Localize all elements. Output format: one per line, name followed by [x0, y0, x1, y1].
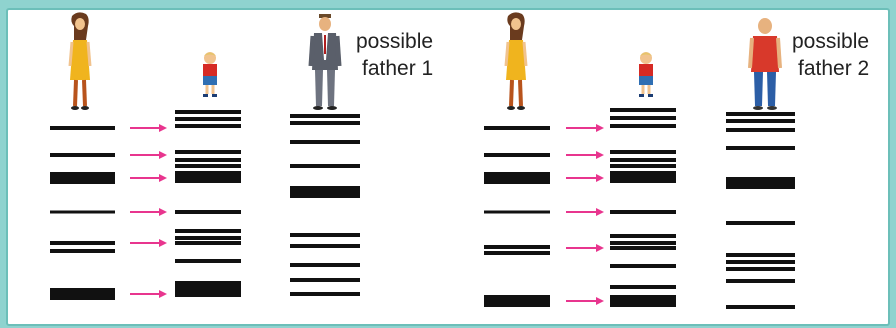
match-arrows [130, 124, 604, 305]
mother-band [484, 295, 550, 307]
child-band [610, 124, 676, 128]
mother-band [484, 210, 550, 214]
child-band [610, 150, 676, 154]
father-band [726, 119, 795, 123]
father-band [726, 305, 795, 309]
child-band [175, 210, 241, 214]
father-band [726, 260, 795, 264]
mother-band [50, 126, 115, 130]
father-1-label-line1: possible [356, 30, 433, 53]
child-band [175, 259, 241, 263]
child-band [175, 285, 241, 297]
mother-band [50, 249, 115, 253]
child-band [610, 158, 676, 162]
father-band [726, 221, 795, 225]
father-band [290, 278, 360, 282]
child-band [610, 234, 676, 238]
mother-band [50, 153, 115, 157]
child-band [610, 264, 676, 268]
child-band [610, 210, 676, 214]
mother-figure [504, 12, 528, 110]
mother-band [50, 288, 115, 300]
mother-band [484, 172, 550, 184]
child-band [175, 124, 241, 128]
child-band [610, 164, 676, 168]
child-band [175, 171, 241, 183]
child-band [175, 117, 241, 121]
child-band [175, 241, 241, 245]
father-band [290, 164, 360, 168]
father-band [726, 267, 795, 271]
child-band [610, 116, 676, 120]
mother-band [50, 172, 115, 184]
child-band [610, 108, 676, 112]
child-band [175, 236, 241, 240]
father-in-suit-figure [308, 14, 342, 110]
child-figure [639, 52, 653, 97]
dna-bands [50, 108, 795, 309]
mother-band [484, 251, 550, 255]
father-band [726, 112, 795, 116]
child-band [175, 150, 241, 154]
father-band [726, 279, 795, 283]
father-band [726, 128, 795, 132]
child-band [175, 110, 241, 114]
father-band [290, 263, 360, 267]
child-band [610, 171, 676, 183]
child-band [175, 229, 241, 233]
father-band [290, 140, 360, 144]
father-2-label-line1: possible [792, 30, 869, 53]
child-band [175, 164, 241, 168]
child-band [175, 281, 241, 285]
father-band [290, 244, 360, 248]
child-band [610, 295, 676, 307]
father-band [726, 177, 795, 189]
father-band [726, 253, 795, 257]
mother-band [484, 245, 550, 249]
father-band [290, 233, 360, 237]
child-band [175, 158, 241, 162]
father-band [290, 114, 360, 118]
father-band [290, 186, 360, 198]
mother-band [484, 126, 550, 130]
father-band [726, 146, 795, 150]
father-1-label-line2: father 1 [362, 57, 433, 80]
mother-figure [68, 12, 92, 110]
father-2-label-line2: father 2 [798, 57, 869, 80]
mother-band [484, 153, 550, 157]
child-figure [203, 52, 217, 97]
diagram-panel [6, 8, 890, 326]
father-in-red-shirt-figure [748, 18, 782, 110]
child-band [610, 246, 676, 250]
father-band [290, 121, 360, 125]
father-band [290, 292, 360, 296]
mother-band [50, 241, 115, 245]
child-band [610, 285, 676, 289]
mother-band [50, 210, 115, 214]
child-band [610, 241, 676, 245]
